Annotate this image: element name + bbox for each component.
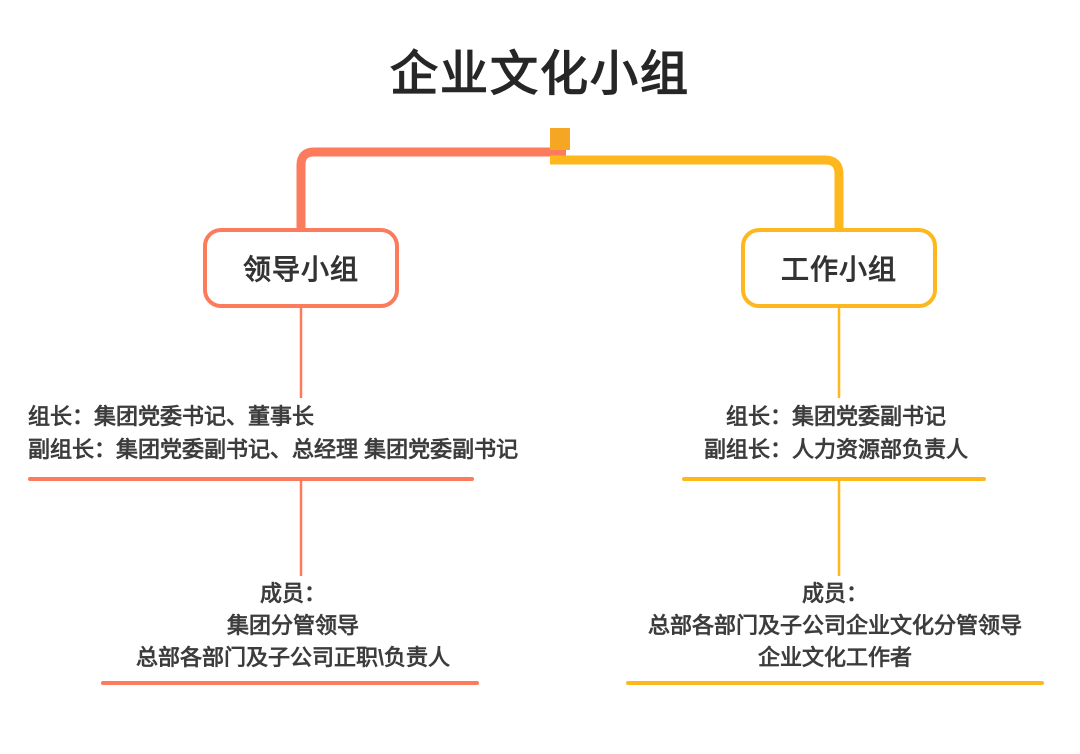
working-members-line-3: 企业文化工作者 <box>757 645 912 670</box>
working-roles-line-2: 副组长：人力资源部负责人 <box>703 437 968 462</box>
diagram-title: 企业文化小组 <box>389 48 690 101</box>
working-roles-line-1: 组长：集团党委副书记 <box>725 404 946 429</box>
working-roles-text: 组长：集团党委副书记 副组长：人力资源部负责人 <box>660 400 1012 466</box>
working-members-text: 成员： 总部各部门及子公司企业文化分管领导 企业文化工作者 <box>623 578 1047 674</box>
node-leadership-group: 领导小组 <box>203 228 399 308</box>
leadership-members-line-3: 总部各部门及子公司正职\负责人 <box>135 645 451 670</box>
node-working-group-label: 工作小组 <box>780 254 897 285</box>
node-leadership-group-label: 领导小组 <box>242 254 359 285</box>
node-working-group: 工作小组 <box>741 228 937 308</box>
working-members-line-2: 总部各部门及子公司企业文化分管领导 <box>647 613 1022 638</box>
leadership-roles-underline <box>28 477 474 481</box>
leadership-roles-line-1: 组长：集团党委书记、董事长 <box>28 404 315 429</box>
leadership-members-line-2: 集团分管领导 <box>226 613 359 638</box>
leadership-roles-line-2: 副组长：集团党委副书记、总经理 集团党委副书记 <box>28 437 519 462</box>
root-marker <box>550 128 570 150</box>
leadership-members-text: 成员： 集团分管领导 总部各部门及子公司正职\负责人 <box>93 578 493 674</box>
working-members-underline <box>626 681 1044 685</box>
right-branch-connector <box>550 155 844 230</box>
working-members-line-1: 成员： <box>801 581 868 606</box>
working-roles-underline <box>682 477 986 481</box>
leadership-members-underline <box>101 681 479 685</box>
leadership-members-line-1: 成员： <box>259 581 326 606</box>
left-branch-connector <box>296 147 566 230</box>
leadership-roles-text: 组长：集团党委书记、董事长 副组长：集团党委副书记、总经理 集团党委副书记 <box>28 400 588 466</box>
